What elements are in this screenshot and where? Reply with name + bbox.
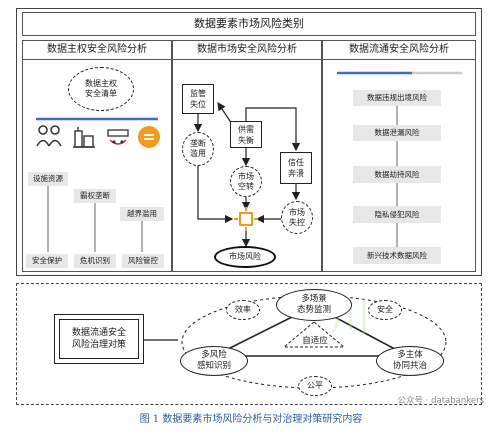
building-icon: [72, 126, 96, 148]
governance-strategy-label: 数据流通安全 风险治理对策: [59, 319, 139, 359]
efficiency-circle: 效率: [226, 300, 260, 320]
orange-alert-icon: [138, 126, 160, 148]
multi-risk-perception-ellipse: 多风险 感知识别: [180, 346, 248, 376]
governance-frame: [16, 283, 482, 405]
circulation-column: 数据流通安全风险分析: [322, 40, 476, 272]
facility-resource-box: 设施资源: [28, 172, 68, 186]
figure-caption: 图 1 数据要素市场风险分析与对治理对策研究内容: [139, 414, 363, 425]
crisis-identification-box: 危机识别: [74, 254, 116, 268]
sovereignty-inventory-ellipse: 数据主权 安全清单: [68, 67, 134, 111]
adaptive-label: 自适应: [302, 336, 328, 346]
monopoly-abuse-circle: 垄断 滥用: [182, 132, 214, 166]
hegemony-monopoly-box: 霸权垄断: [74, 189, 116, 203]
data-hijack-risk-box: 数据劫持风险: [353, 166, 441, 183]
fairness-circle: 公平: [298, 376, 332, 396]
safety-circle: 安全: [368, 300, 402, 320]
market-out-of-control-circle: 市场 失控: [281, 201, 313, 234]
circulation-header: 数据流通安全风险分析: [323, 41, 475, 60]
market-header: 数据市场安全风险分析: [173, 41, 321, 60]
supply-demand-imbalance-box: 供需 失衡: [230, 121, 262, 148]
supervision-failure-box: 监管 失位: [182, 84, 214, 114]
market-idle-circle: 市场 空转: [230, 166, 262, 197]
center-burst-icon: [239, 212, 253, 226]
network-code-icon: [106, 126, 130, 148]
privacy-violation-risk-box: 隐私侵犯风险: [353, 206, 441, 223]
cross-boundary-abuse-box: 越界滥用: [120, 207, 164, 221]
trust-collapse-box: 信任 奔溃: [280, 152, 312, 184]
market-risk-ellipse: 市场风险: [214, 246, 276, 268]
multi-subject-governance-ellipse: 多主体 协同共治: [376, 346, 444, 376]
data-leak-risk-box: 数据泄漏风险: [353, 125, 441, 141]
security-protection-box: 安全保护: [26, 254, 68, 268]
sovereignty-header: 数据主权安全风险分析: [23, 41, 171, 60]
emerging-tech-risk-box: 新兴技术数据风险: [353, 247, 441, 264]
illegal-export-risk-box: 数据违规出境风险: [353, 90, 441, 106]
risk-control-box: 风险管控: [122, 254, 164, 268]
wechat-watermark: 公众号 · databankers: [397, 396, 484, 406]
multi-scenario-monitoring-ellipse: 多场景 态势监测: [276, 289, 352, 321]
diagram-title: 数据要素市场风险类别: [22, 12, 476, 36]
risk-category-frame: [16, 8, 482, 276]
people-group-icon: [36, 124, 62, 148]
governance-triangle: [213, 305, 409, 357]
governance-box-outer: 数据流通安全 风险治理对策: [54, 314, 144, 364]
